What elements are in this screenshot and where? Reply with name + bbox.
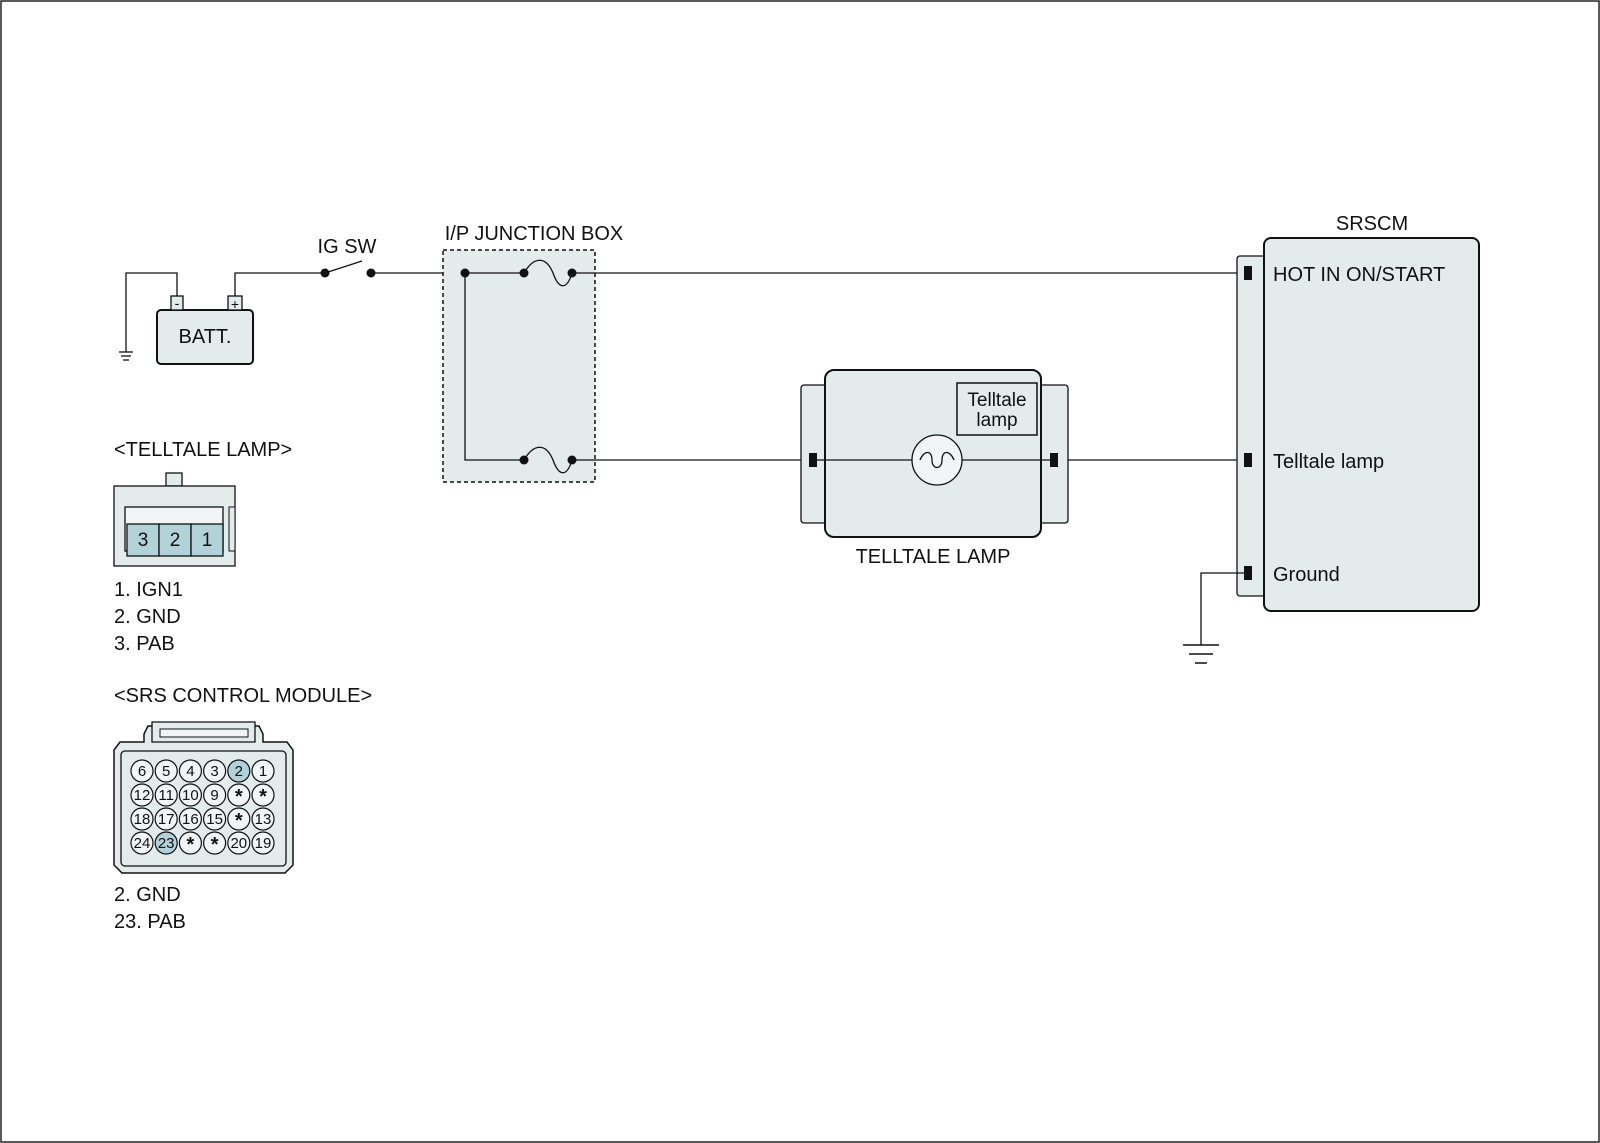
battery-plus-sign: + bbox=[231, 296, 239, 312]
junction-node bbox=[460, 268, 470, 278]
battery-label: BATT. bbox=[179, 326, 232, 348]
telltale-pin-label: 3 bbox=[138, 530, 149, 551]
srs-connector-title: <SRS CONTROL MODULE> bbox=[114, 685, 372, 707]
srscm-pin-telltale-label: Telltale lamp bbox=[1273, 451, 1384, 473]
srs-pin-label: 2 bbox=[235, 763, 243, 780]
telltale-pin-cell bbox=[126, 523, 160, 557]
srs-pin-label: 24 bbox=[134, 835, 151, 852]
srscm-ground-icon bbox=[1183, 644, 1219, 664]
telltale-pin-cell bbox=[158, 523, 192, 557]
srscm-pin-hot bbox=[1244, 266, 1252, 280]
telltale-pin-cell bbox=[190, 523, 224, 557]
telltale-lamp-component: Telltale lamp TELLTALE LAMP bbox=[800, 369, 1069, 568]
srs-pin-label: * bbox=[235, 810, 243, 832]
junction-box-label: I/P JUNCTION BOX bbox=[445, 223, 624, 245]
srscm-pin-telltale bbox=[1244, 453, 1252, 467]
srs-pin-circle bbox=[178, 783, 202, 807]
battery-ground-icon bbox=[119, 351, 133, 361]
telltale-connector-face: 3 2 1 bbox=[113, 472, 236, 567]
srscm-pin-hot-label: HOT IN ON/START bbox=[1273, 264, 1445, 286]
srs-legend-item: 23. PAB bbox=[114, 911, 186, 933]
lamp-inner-label-2: lamp bbox=[976, 410, 1017, 431]
srs-pin-label: 20 bbox=[230, 835, 247, 852]
srs-pin-label: * bbox=[235, 786, 243, 808]
lamp-pin-left bbox=[809, 453, 817, 467]
srs-legend-item: 2. GND bbox=[114, 884, 181, 906]
telltale-lamp-label: TELLTALE LAMP bbox=[856, 546, 1011, 568]
srs-pin-label: 19 bbox=[255, 835, 272, 852]
lamp-pin-right bbox=[1050, 453, 1058, 467]
srs-pin-label: 11 bbox=[158, 787, 174, 804]
srs-pin-circle bbox=[154, 831, 178, 855]
srs-pin-circle bbox=[130, 807, 154, 831]
srs-pin-label: 16 bbox=[182, 811, 199, 828]
srscm-body bbox=[1263, 237, 1480, 612]
srs-pin-circle bbox=[130, 831, 154, 855]
junction-box bbox=[442, 249, 596, 483]
srs-pin-label: 15 bbox=[206, 811, 223, 828]
telltale-legend-item: 3. PAB bbox=[114, 633, 175, 655]
lamp-inner-label-1: Telltale bbox=[967, 390, 1026, 411]
srs-pin-circle bbox=[251, 759, 275, 783]
srs-pin-circle bbox=[130, 759, 154, 783]
telltale-pin-label: 2 bbox=[170, 530, 181, 551]
telltale-legend-item: 2. GND bbox=[114, 606, 181, 628]
srs-pin-circle bbox=[154, 759, 178, 783]
srs-pin-label: 1 bbox=[259, 763, 267, 780]
srs-pin-label: 5 bbox=[162, 763, 170, 780]
srs-pin-circle bbox=[227, 783, 251, 807]
srs-pin-label: 4 bbox=[186, 763, 194, 780]
srs-pin-circle bbox=[178, 759, 202, 783]
srs-pin-label: 12 bbox=[134, 787, 151, 804]
srs-pin-label: 17 bbox=[158, 811, 175, 828]
srs-pin-circle bbox=[227, 759, 251, 783]
telltale-legend-item: 1. IGN1 bbox=[114, 579, 183, 601]
srs-pin-circle bbox=[227, 807, 251, 831]
battery-minus-sign: - bbox=[175, 295, 180, 311]
srs-pin-label: 10 bbox=[182, 787, 199, 804]
srs-pin-circle bbox=[203, 783, 227, 807]
srs-pin-label: 9 bbox=[210, 787, 218, 804]
srscm-module: SRSCM HOT IN ON/START Telltale lamp Grou… bbox=[1236, 213, 1480, 612]
ig-switch-label: IG SW bbox=[318, 236, 377, 258]
fuse-icon-bottom bbox=[519, 446, 577, 474]
srs-pin-circle bbox=[203, 831, 227, 855]
srs-pin-circle bbox=[154, 807, 178, 831]
srs-pin-label: 13 bbox=[255, 811, 272, 828]
srs-pin-circle bbox=[178, 831, 202, 855]
srs-pin-circle bbox=[227, 831, 251, 855]
srscm-pin-ground-label: Ground bbox=[1273, 564, 1340, 586]
srs-pin-circle bbox=[154, 783, 178, 807]
srs-pin-circle bbox=[130, 783, 154, 807]
srs-pin-label: 3 bbox=[210, 763, 218, 780]
lamp-bulb-icon bbox=[911, 434, 963, 486]
srs-pin-label: 23 bbox=[158, 835, 175, 852]
srs-pin-label: * bbox=[211, 834, 219, 856]
battery-ground-wire bbox=[125, 272, 178, 352]
batt-to-igsw-wire bbox=[234, 272, 325, 296]
srs-pin-circle bbox=[251, 807, 275, 831]
srs-pin-circle bbox=[251, 831, 275, 855]
srs-pin-circle bbox=[203, 807, 227, 831]
srs-pin-circle bbox=[251, 783, 275, 807]
srs-pin-label: 18 bbox=[134, 811, 151, 828]
telltale-pin-label: 1 bbox=[202, 530, 213, 551]
battery: BATT. - + bbox=[156, 295, 254, 365]
jbox-internal-wire-bottom bbox=[464, 273, 524, 461]
ig-switch-icon bbox=[320, 260, 376, 278]
telltale-connector-title: <TELLTALE LAMP> bbox=[114, 439, 292, 461]
srs-pin-label: * bbox=[187, 834, 195, 856]
srscm-ground-wire bbox=[1200, 572, 1248, 645]
lamp-inner-label-box bbox=[956, 382, 1038, 436]
srs-pin-label: * bbox=[259, 786, 267, 808]
srs-pin-label: 6 bbox=[138, 763, 146, 780]
srs-pin-circle bbox=[178, 807, 202, 831]
srs-pin-circle bbox=[203, 759, 227, 783]
srscm-label: SRSCM bbox=[1336, 213, 1408, 235]
